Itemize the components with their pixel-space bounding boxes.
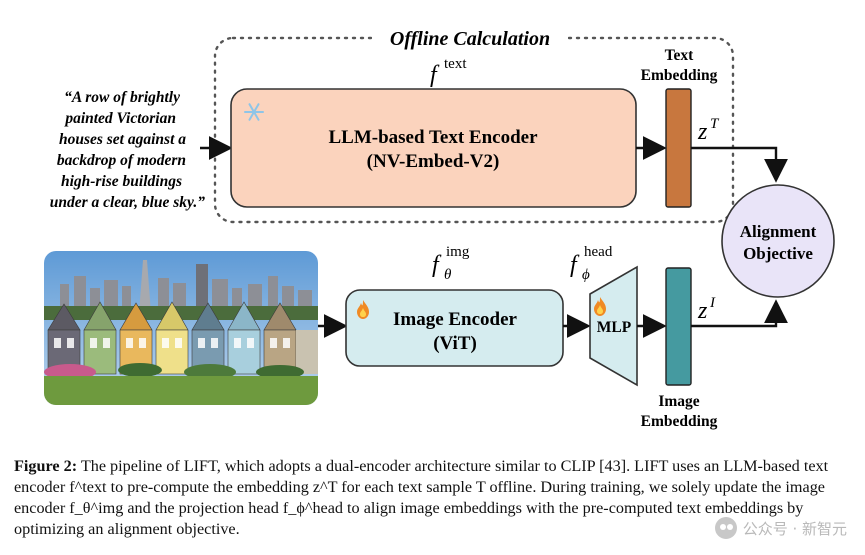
alignment-label-2: Objective — [743, 244, 813, 263]
wechat-watermark: 公众号 · 新智元 — [714, 517, 847, 539]
mlp-fire-icon — [594, 297, 606, 316]
fire-icon — [357, 300, 369, 319]
text-sample-quote: “A row of brightly painted Victorian hou… — [50, 89, 206, 211]
text-encoder-subtitle: (NV-Embed-V2) — [367, 151, 500, 172]
svg-text:backdrop of modern: backdrop of modern — [57, 152, 186, 169]
image-encoder-subtitle: (ViT) — [433, 333, 477, 354]
mlp-projection-head — [589, 265, 638, 387]
alignment-label-1: Alignment — [740, 222, 817, 241]
image-embedding-bar — [665, 267, 692, 386]
lift-pipeline-diagram: Offline Calculation f text “A row of bri… — [44, 26, 835, 430]
text-encoder-title: LLM-based Text Encoder — [328, 127, 538, 148]
svg-text:θ: θ — [444, 267, 452, 283]
svg-text:ϕ: ϕ — [582, 267, 590, 283]
snowflake-icon — [244, 103, 264, 121]
z-t-symbol: z — [697, 119, 708, 145]
image-encoder-box — [345, 289, 564, 367]
svg-text:houses set against a: houses set against a — [59, 131, 186, 148]
svg-text:I: I — [709, 295, 716, 311]
svg-text:T: T — [710, 116, 720, 132]
svg-text:“A row of brightly: “A row of brightly — [64, 89, 180, 106]
mlp-label: MLP — [597, 319, 632, 336]
text-embedding-label-1: Text — [665, 47, 695, 64]
f-head-symbol: f — [570, 252, 580, 278]
arrow-text-to-alignment — [691, 146, 788, 183]
f-img-symbol: f — [432, 252, 442, 278]
alignment-objective-circle — [721, 184, 835, 298]
svg-text:text: text — [444, 56, 467, 72]
arrow-image-to-alignment — [691, 299, 788, 328]
text-embedding-bar — [665, 88, 692, 208]
text-encoder-box — [230, 88, 637, 208]
victorian-houses-photo — [44, 251, 318, 405]
figure-caption: Figure 2: The pipeline of LIFT, which ad… — [14, 456, 854, 540]
svg-text:img: img — [446, 244, 470, 260]
f-text-symbol: f — [430, 62, 440, 88]
svg-text:under a clear, blue sky.”: under a clear, blue sky.” — [50, 194, 206, 211]
offline-title: Offline Calculation — [390, 28, 550, 50]
caption-text: The pipeline of LIFT, which adopts a dua… — [14, 457, 829, 538]
z-i-symbol: z — [697, 298, 708, 324]
svg-text:painted Victorian: painted Victorian — [63, 110, 176, 127]
image-encoder-title: Image Encoder — [393, 309, 518, 330]
caption-label: Figure 2: — [14, 457, 78, 475]
svg-text:high-rise buildings: high-rise buildings — [61, 173, 182, 190]
text-embedding-label-2: Embedding — [641, 67, 718, 84]
image-embedding-label-1: Image — [658, 393, 699, 410]
watermark-text: 公众号 · 新智元 — [742, 519, 847, 538]
svg-text:head: head — [584, 244, 613, 260]
image-embedding-label-2: Embedding — [641, 413, 718, 430]
wechat-icon — [714, 517, 737, 539]
